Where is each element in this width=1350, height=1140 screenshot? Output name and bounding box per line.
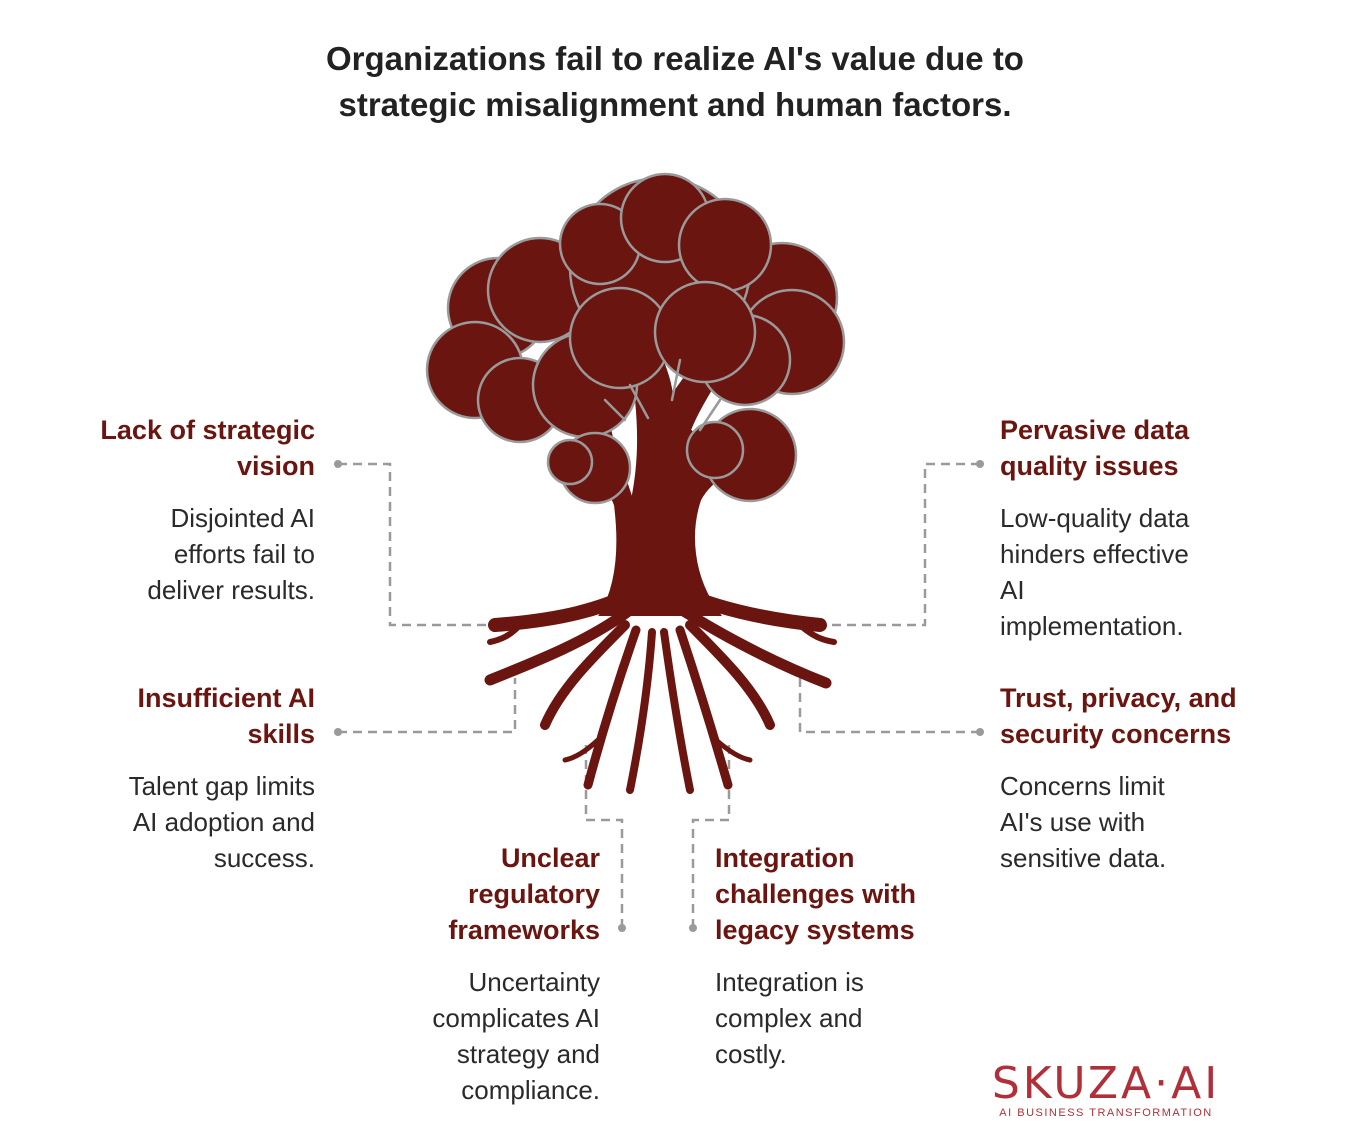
factor-integration: Integration challenges with legacy syste… bbox=[715, 840, 955, 1072]
factor-description: Concerns limit AI's use with sensitive d… bbox=[1000, 771, 1167, 873]
factor-ai-skills: Insufficient AI skills Talent gap limits… bbox=[65, 680, 315, 876]
factor-description: Talent gap limits AI adoption and succes… bbox=[128, 771, 315, 873]
connector-endpoints bbox=[334, 460, 984, 932]
factor-heading: Unclear regulatory frameworks bbox=[448, 843, 600, 945]
logo-tagline: AI BUSINESS TRANSFORMATION bbox=[999, 1107, 1213, 1119]
factor-description: Low-quality data hinders effective AI im… bbox=[1000, 503, 1190, 641]
factor-heading: Integration challenges with legacy syste… bbox=[715, 843, 917, 945]
tree-roots bbox=[484, 583, 837, 794]
tree-canopy bbox=[425, 172, 846, 505]
factor-heading: Pervasive data quality issues bbox=[1000, 415, 1190, 481]
tree-branches bbox=[603, 358, 722, 432]
factor-heading: Insufficient AI skills bbox=[137, 683, 315, 749]
brand-logo: SKUZA·AI AI BUSINESS TRANSFORMATION bbox=[976, 1060, 1236, 1120]
connector-data-quality bbox=[820, 462, 980, 627]
factor-description: Integration is complex and costly. bbox=[715, 967, 864, 1069]
factor-strategic-vision: Lack of strategic vision Disjointed AI e… bbox=[65, 412, 315, 608]
factor-description: Uncertainty complicates AI strategy and … bbox=[432, 967, 600, 1105]
connector-ai-skills bbox=[338, 678, 517, 734]
factor-regulatory: Unclear regulatory frameworks Uncertaint… bbox=[350, 840, 600, 1108]
factor-description: Disjointed AI efforts fail to deliver re… bbox=[147, 503, 315, 605]
connector-trust-privacy bbox=[798, 678, 980, 734]
factor-heading: Lack of strategic vision bbox=[100, 415, 315, 481]
factor-trust-privacy: Trust, privacy, and security concerns Co… bbox=[1000, 680, 1300, 876]
title-line-1: Organizations fail to realize AI's value… bbox=[326, 40, 1024, 77]
title-line-2: strategic misalignment and human factors… bbox=[338, 86, 1012, 123]
diagram-title: Organizations fail to realize AI's value… bbox=[175, 36, 1175, 128]
factor-data-quality: Pervasive data quality issues Low-qualit… bbox=[1000, 412, 1280, 644]
logo-name: SKUZA·AI bbox=[991, 1058, 1221, 1109]
factor-heading: Trust, privacy, and security concerns bbox=[1000, 683, 1237, 749]
connector-strategic-vision bbox=[338, 462, 495, 627]
